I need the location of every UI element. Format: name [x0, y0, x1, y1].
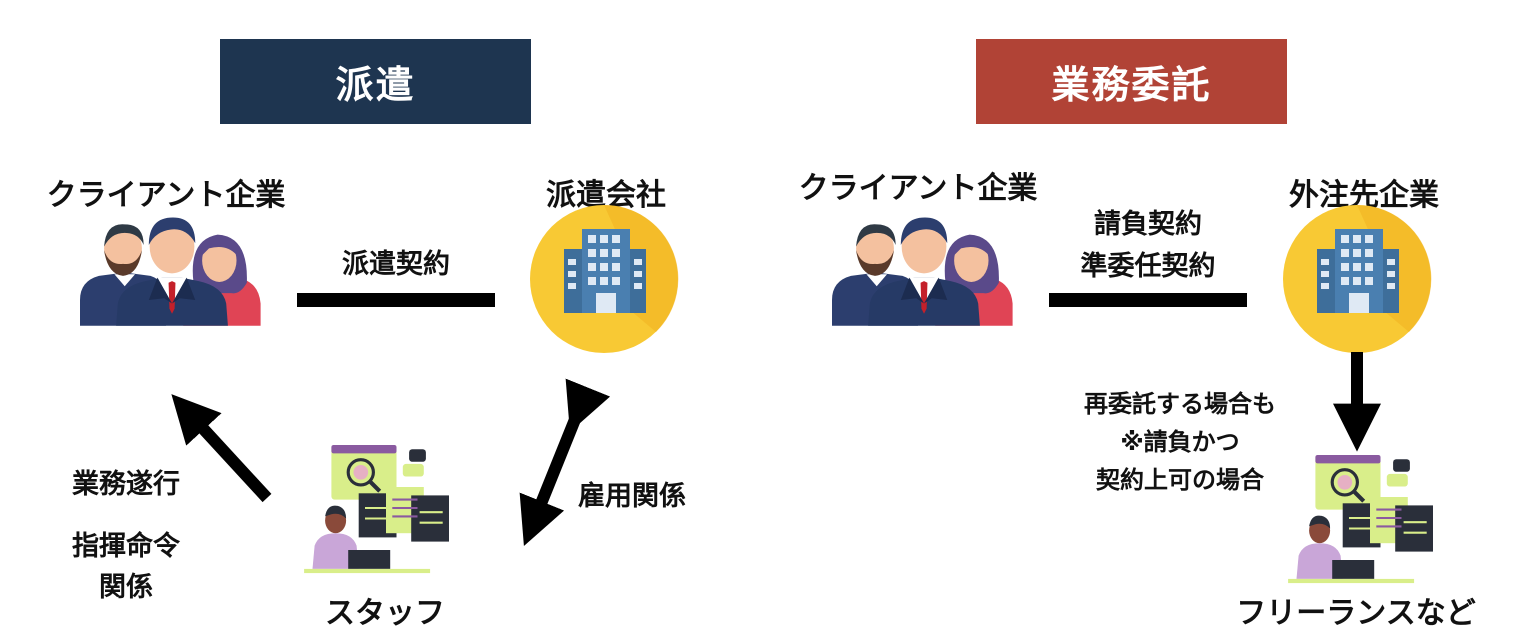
contractor-building-icon: [1283, 204, 1432, 353]
right-client-label: クライアント企業: [798, 171, 1038, 206]
employment-arrow: [519, 378, 611, 547]
left-client-people-icon: [80, 217, 261, 326]
subcontract-line-2: ※請負かつ: [1120, 428, 1240, 456]
contract-line-1: 請負契約: [1094, 209, 1202, 240]
direction-arrow: [171, 394, 272, 503]
left-client-label: クライアント企業: [46, 178, 286, 213]
haken-header: 派遣: [220, 39, 531, 124]
staff-person-icon: [304, 445, 449, 573]
contract-line-2: 準委任契約: [1080, 251, 1216, 282]
itaku-header: 業務委託: [976, 39, 1287, 124]
itaku-title: 業務委託: [1051, 63, 1212, 107]
subcontract-line-3: 契約上可の場合: [1096, 466, 1264, 494]
freelancer-label: フリーランスなど: [1236, 596, 1476, 631]
subcontract-line-1: 再委託する場合も: [1084, 390, 1276, 418]
agency-building-icon: [530, 204, 679, 353]
direction-line-1: 業務遂行: [72, 469, 180, 500]
staff-label: スタッフ: [325, 596, 445, 631]
direction-line-2: 指揮命令: [72, 531, 180, 562]
freelancer-person-icon: [1288, 455, 1433, 583]
haken-title: 派遣: [335, 63, 416, 107]
dispatch-contract-label: 派遣契約: [342, 249, 450, 280]
right-client-people-icon: [832, 217, 1013, 326]
direction-line-3: 関係: [99, 572, 153, 603]
